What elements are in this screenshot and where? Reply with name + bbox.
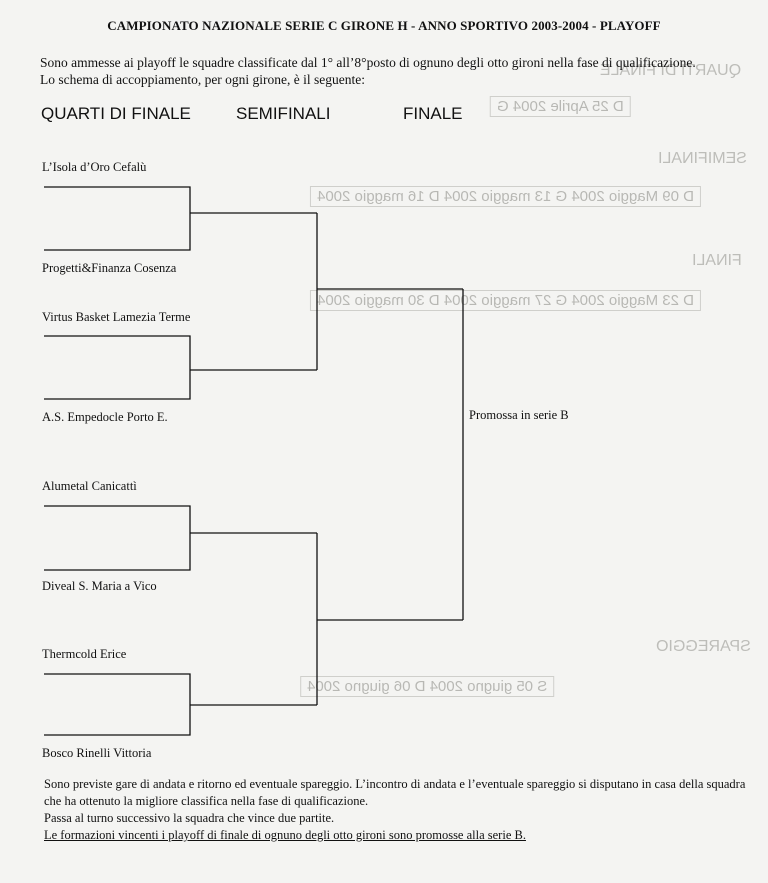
header-finale: FINALE — [403, 104, 463, 123]
qf-match-3 — [44, 505, 191, 571]
round-headers: QUARTI DI FINALE SEMIFINALI FINALE — [0, 104, 768, 128]
header-quarti: QUARTI DI FINALE — [41, 104, 191, 123]
team-1: L’Isola d’Oro Cefalù — [42, 160, 147, 174]
footer-line-1: Sono previste gare di andata e ritorno e… — [44, 777, 746, 808]
footer-notes: Sono previste gare di andata e ritorno e… — [44, 776, 754, 844]
team-8: Bosco Rinelli Vittoria — [42, 746, 152, 760]
intro-text: Sono ammesse ai playoff le squadre class… — [40, 55, 696, 87]
qf-match-1 — [44, 186, 191, 251]
winner-label: Promossa in serie B — [469, 408, 569, 422]
page-title: CAMPIONATO NAZIONALE SERIE C GIRONE H - … — [107, 18, 661, 33]
footer-line-2: Passa al turno successivo la squadra che… — [44, 811, 335, 825]
team-6: Diveal S. Maria a Vico — [42, 579, 157, 593]
team-2: Progetti&Finanza Cosenza — [42, 261, 177, 275]
team-4: A.S. Empedocle Porto E. — [42, 410, 168, 424]
team-5: Alumetal Canicattì — [42, 479, 137, 493]
footer-line-3: Le formazioni vincenti i playoff di fina… — [44, 828, 526, 842]
qf-match-4 — [44, 673, 191, 736]
header-semifinali: SEMIFINALI — [236, 104, 331, 123]
team-3: Virtus Basket Lamezia Terme — [42, 310, 191, 324]
qf-match-2 — [44, 335, 191, 400]
team-7: Thermcold Erice — [42, 647, 127, 661]
